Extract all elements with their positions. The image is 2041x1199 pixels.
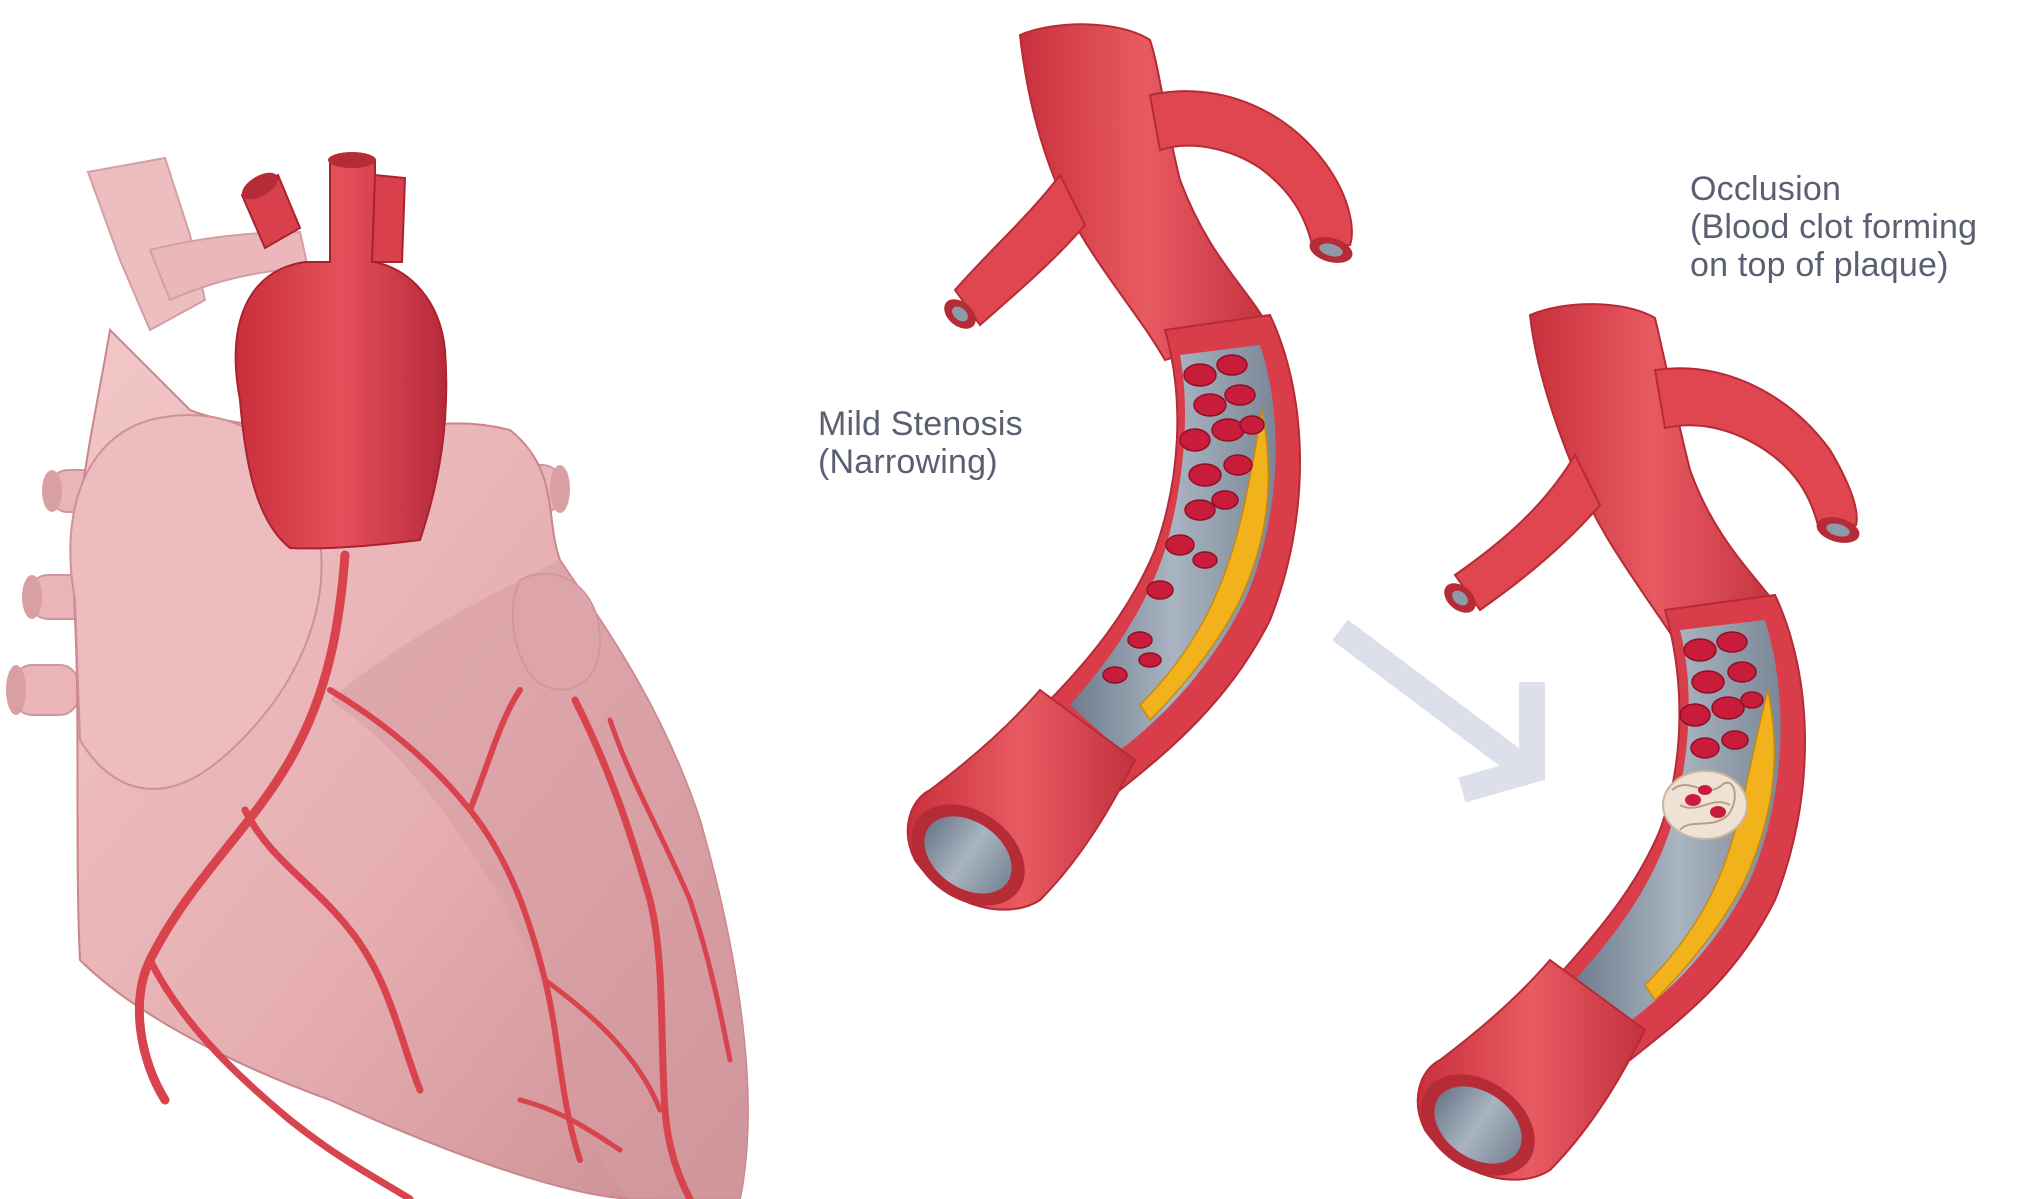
artery-occlusion-branch-left bbox=[1455, 455, 1600, 610]
arrow-down-right-icon bbox=[1340, 630, 1532, 790]
artery-occlusion bbox=[1402, 304, 1862, 1197]
occlusion-label-line3: on top of plaque) bbox=[1690, 246, 1977, 284]
artery-mild-branch-left bbox=[955, 175, 1085, 325]
occlusion-label-line2: (Blood clot forming bbox=[1690, 208, 1977, 246]
mild-stenosis-label: Mild Stenosis (Narrowing) bbox=[818, 405, 1023, 481]
occlusion-label: Occlusion (Blood clot forming on top of … bbox=[1690, 170, 1977, 284]
occlusion-label-line1: Occlusion bbox=[1690, 170, 1977, 208]
artery-occlusion-blood-clot bbox=[1663, 771, 1747, 839]
aortic-branch-right bbox=[372, 175, 405, 262]
heart bbox=[6, 152, 748, 1199]
mild-stenosis-label-line2: (Narrowing) bbox=[818, 443, 1023, 481]
mild-stenosis-label-line1: Mild Stenosis bbox=[818, 405, 1023, 443]
